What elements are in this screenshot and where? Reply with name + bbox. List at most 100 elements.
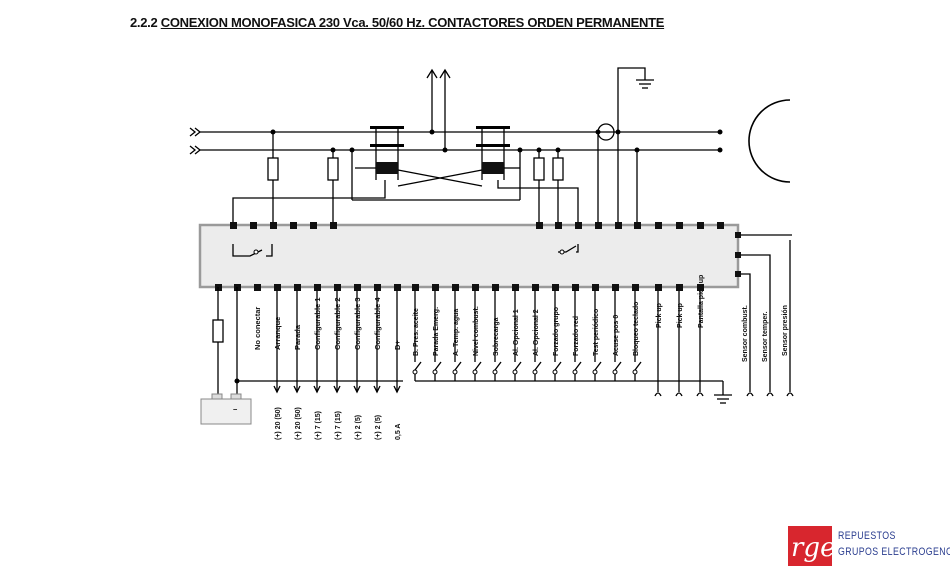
switch-contact <box>552 369 558 375</box>
input-pin <box>412 284 419 291</box>
input-label: B. Pres. aceite <box>413 308 420 356</box>
input-pin <box>592 284 599 291</box>
input-label: Bloqueo teclado <box>633 302 640 356</box>
output-arrow-icon <box>313 385 321 394</box>
input-pin <box>697 284 704 291</box>
switch-contact <box>412 369 418 375</box>
top-pin <box>634 222 641 229</box>
input-pin <box>632 284 639 291</box>
sensor-label: Sensor temper. <box>762 311 769 362</box>
sensor-label: Sensor presión <box>782 305 789 356</box>
generator-symbol <box>748 99 791 183</box>
junction-dots <box>270 129 723 153</box>
output-pin <box>294 284 301 291</box>
output-label: No conectar <box>253 307 262 350</box>
top-pin <box>717 222 724 229</box>
input-pin <box>676 284 683 291</box>
battery-icon <box>200 287 252 425</box>
sensor-arrow-icon <box>786 392 794 397</box>
output-pin <box>254 284 261 291</box>
input-label: Nivel combust. <box>473 306 480 356</box>
output-label: Configurable 3 <box>353 297 362 350</box>
relay-icon-right <box>558 244 579 255</box>
switch-icon <box>554 361 562 371</box>
top-pin <box>555 222 562 229</box>
input-label: Sobrecarga <box>493 317 500 356</box>
output-pin <box>314 284 321 291</box>
output-arrow-icon <box>373 385 381 394</box>
output-arrows <box>426 68 451 150</box>
output-pin <box>374 284 381 291</box>
output-arrow-icon <box>353 385 361 394</box>
top-pin <box>697 222 704 229</box>
pickup-arrow-icon <box>654 392 662 397</box>
output-label: Configurable 4 <box>373 297 382 350</box>
input-label: Al. Opcional 1 <box>513 309 520 356</box>
switch-icon <box>494 361 502 371</box>
output-label: Arranque <box>273 317 282 350</box>
logo-line2: GRUPOS ELECTROGENOS <box>838 546 950 558</box>
top-pin <box>595 222 602 229</box>
sensor-label: Sensor combust. <box>742 305 749 362</box>
top-pin <box>536 222 543 229</box>
svg-text:rge: rge <box>791 533 834 563</box>
switch-contact <box>432 369 438 375</box>
input-label: Parada Emerg. <box>433 307 440 356</box>
output-arrow-icon <box>333 385 341 394</box>
earth-bottom-icon <box>714 381 732 404</box>
pickup-arrow-icon <box>675 392 683 397</box>
sensor-arrow-icon <box>746 392 754 397</box>
switch-contact <box>492 369 498 375</box>
input-pin <box>512 284 519 291</box>
switch-icon <box>634 361 642 371</box>
output-rating: (+) 20 (50) <box>295 407 302 440</box>
output-pin <box>274 284 281 291</box>
company-logo: rge REPUESTOS GRUPOS ELECTROGENOS <box>786 522 950 572</box>
output-rating: (+) 2 (5) <box>375 415 382 440</box>
output-label: D+ <box>393 340 402 350</box>
output-rating: 0,5 A <box>395 424 402 440</box>
top-pin <box>330 222 337 229</box>
output-rating: (+) 7 (15) <box>335 411 342 440</box>
top-pin <box>676 222 683 229</box>
switch-contact <box>612 369 618 375</box>
switch-icon <box>574 361 582 371</box>
title-number: 2.2.2 <box>130 15 158 30</box>
input-pin <box>532 284 539 291</box>
input-pin <box>432 284 439 291</box>
logo-mark: rge <box>788 526 835 566</box>
top-pin <box>615 222 622 229</box>
interlock-cross <box>351 150 521 201</box>
switch-icon <box>434 361 442 371</box>
switch-icon <box>414 361 422 371</box>
switch-contact <box>452 369 458 375</box>
contactor-right-icon <box>476 126 520 180</box>
output-pin <box>334 284 341 291</box>
output-rating: (+) 7 (15) <box>315 411 322 440</box>
input-pin <box>472 284 479 291</box>
input-label: Al. Opcional 2 <box>533 309 540 356</box>
output-arrow-icon <box>393 385 401 394</box>
switch-icon <box>474 361 482 371</box>
output-arrow-icon <box>273 385 281 394</box>
top-pin <box>230 222 237 229</box>
switch-contact <box>632 369 638 375</box>
controller-module <box>198 223 740 289</box>
switch-icon <box>594 361 602 371</box>
top-pin <box>655 222 662 229</box>
switch-contact <box>472 369 478 375</box>
logo-line1: REPUESTOS <box>838 530 896 542</box>
top-pin <box>270 222 277 229</box>
input-pin <box>572 284 579 291</box>
input-label: Pick up <box>677 303 684 328</box>
input-label: Test periódico <box>593 309 600 356</box>
top-pin <box>290 222 297 229</box>
input-pin <box>655 284 662 291</box>
right-pins <box>735 232 792 392</box>
output-pin <box>354 284 361 291</box>
switch-icon <box>534 361 542 371</box>
input-label: Forzado grupo <box>553 307 560 356</box>
top-wires <box>232 132 638 224</box>
earth-top-icon <box>617 67 654 132</box>
